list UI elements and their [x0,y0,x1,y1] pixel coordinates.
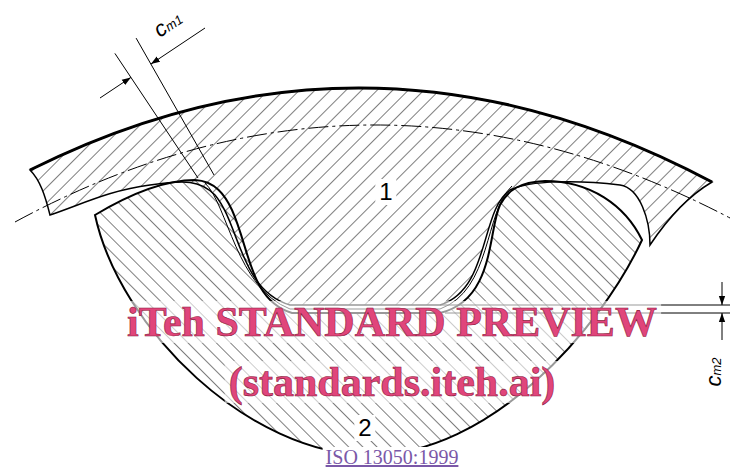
dimension-line [722,313,723,340]
watermark: (standards.iteh.ai) [225,361,560,403]
dimension-line [722,282,723,305]
belt-back-outline [30,88,712,182]
belt-section [30,88,712,305]
dimension-line [100,77,131,98]
callout-number: 2 [354,415,375,441]
dimension-label: cm2 [703,357,725,386]
watermark: iTeh STANDARD PREVIEW [123,301,661,343]
clearance-line [205,183,512,309]
document-reference: ISO 13050:1999 [323,447,462,467]
callout-number: 1 [375,179,396,205]
dimension-label: cm1 [150,7,186,41]
extension-line [136,38,214,175]
pitch-line [15,125,730,222]
extension-line [115,53,198,178]
